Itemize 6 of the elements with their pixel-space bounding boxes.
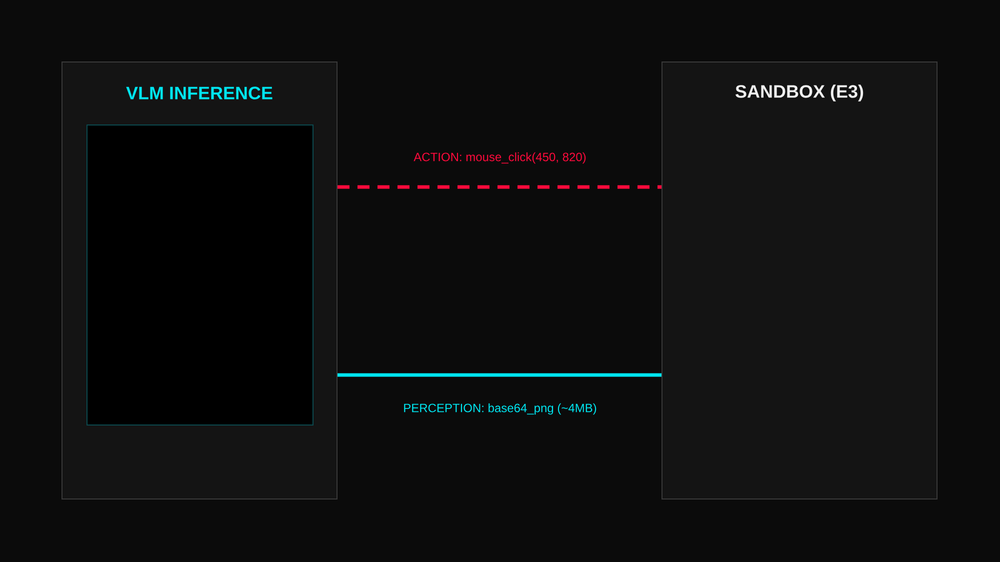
connector-line — [338, 373, 662, 377]
connector-line — [338, 185, 662, 189]
edge-label: ACTION: mouse_click(450, 820) — [414, 152, 586, 164]
screen-box — [86, 124, 314, 426]
panel: SANDBOX (E3) — [662, 62, 938, 500]
edge-label: PERCEPTION: base64_png (~4MB) — [404, 403, 596, 415]
